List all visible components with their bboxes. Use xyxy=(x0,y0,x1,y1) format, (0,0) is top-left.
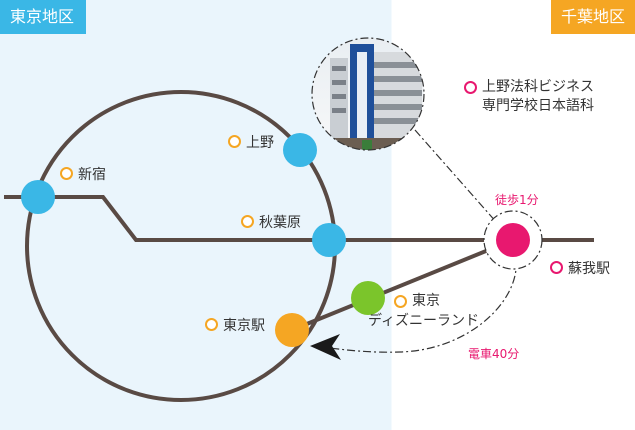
shinjuku-label: 新宿 xyxy=(60,164,106,184)
akihabara-station-dot xyxy=(312,223,346,257)
train-route-path xyxy=(321,259,517,353)
disneyland-label-second: ディズニーランド xyxy=(368,310,479,330)
tokyo-station-dot xyxy=(275,313,309,347)
ring-icon xyxy=(464,81,477,94)
disneyland-station-dot xyxy=(351,281,385,315)
school-name-line1: 上野法科ビジネス xyxy=(482,79,594,95)
ueno-label: 上野 xyxy=(228,132,274,152)
ueno-station-dot xyxy=(283,133,317,167)
ring-icon xyxy=(60,167,73,180)
soga-label-text: 蘇我駅 xyxy=(568,261,610,277)
tokyo-station-label-text: 東京駅 xyxy=(223,318,265,334)
school-name-line2: 専門学校日本語科 xyxy=(482,98,594,114)
ring-icon xyxy=(550,261,563,274)
school-connector-line xyxy=(414,129,506,233)
ring-icon xyxy=(228,135,241,148)
akihabara-label-text: 秋葉原 xyxy=(259,215,301,231)
ring-icon xyxy=(241,215,254,228)
ring-icon xyxy=(394,295,407,308)
disneyland-label-line1: 東京 xyxy=(412,293,440,309)
walk-time-note: 徒歩1分 xyxy=(495,193,539,207)
chiba-region-label: 千葉地区 xyxy=(551,0,635,34)
ring-icon xyxy=(205,318,218,331)
shinjuku-label-text: 新宿 xyxy=(78,167,106,183)
tokyo-region-label: 東京地区 xyxy=(0,0,86,34)
keiyo-line xyxy=(291,238,514,332)
akihabara-label: 秋葉原 xyxy=(241,212,301,232)
train-time-note: 電車40分 xyxy=(468,347,520,361)
school-name: 上野法科ビジネス 専門学校日本語科 xyxy=(482,78,594,116)
school-building-photo xyxy=(311,37,425,151)
arrow-head-icon xyxy=(310,334,341,360)
school-label: 上野法科ビジネス 専門学校日本語科 xyxy=(464,78,594,116)
disneyland-label: 東京 xyxy=(394,292,440,310)
ueno-label-text: 上野 xyxy=(246,135,274,151)
soga-label: 蘇我駅 xyxy=(550,258,610,278)
tokyo-station-label: 東京駅 xyxy=(205,315,265,335)
soga-station-dot xyxy=(496,223,530,257)
shinjuku-station-dot xyxy=(21,180,55,214)
disneyland-label-line2: ディズニーランド xyxy=(368,313,480,329)
